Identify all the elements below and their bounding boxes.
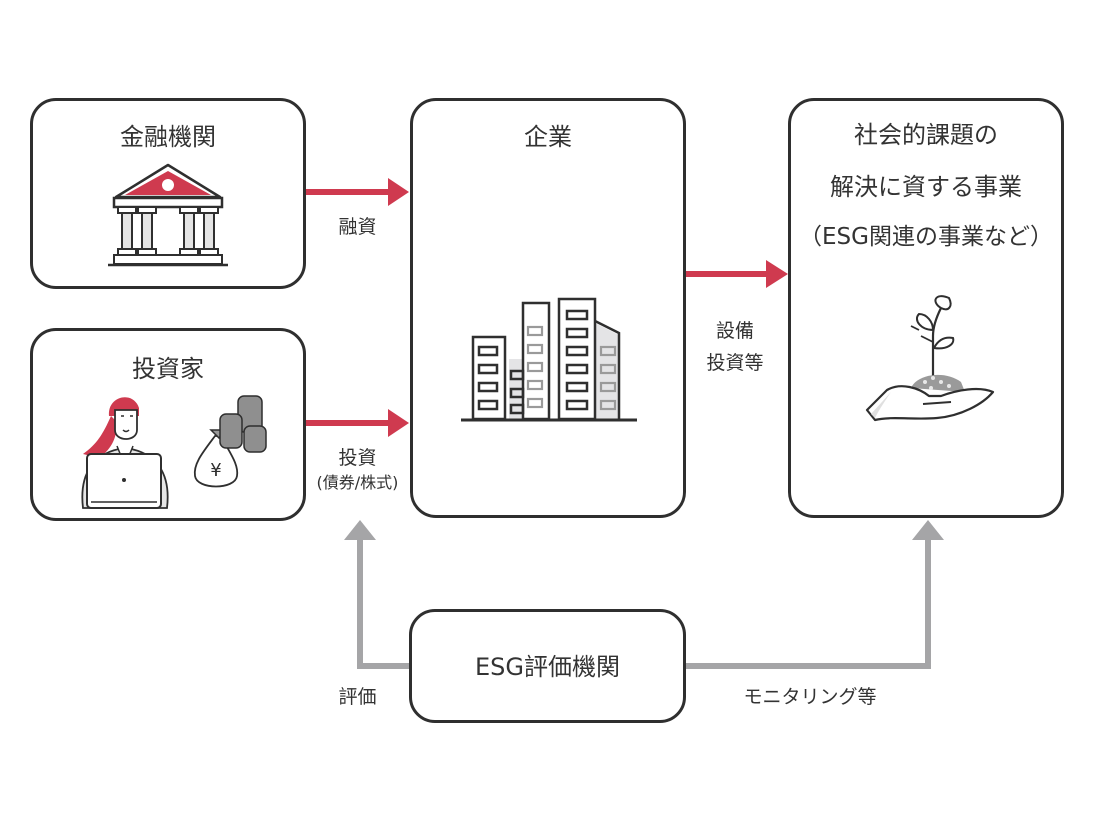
social-project-title-line1: 社会的課題の [854,121,998,149]
bank-icon [108,163,228,267]
svg-text:¥: ¥ [210,460,221,481]
social-project-title-line3: （ESG関連の事業など） [799,224,1053,250]
capex-label-line1: 設備 [715,320,754,342]
social-project-title-line2: 解決に資する事業 [830,173,1022,201]
social-project-node: 社会的課題の 解決に資する事業 （ESG関連の事業など） [788,98,1064,518]
loan-label: 融資 [338,216,377,238]
investment-label: 投資 [338,447,377,469]
hand-holding-sprout-icon [865,295,995,422]
monitoring-arrow [685,520,944,669]
company-node: 企業 [410,98,686,518]
rating-arrow [344,520,409,669]
capex-arrow [685,260,788,288]
rating-label: 評価 [338,686,377,708]
financial-institution-title: 金融機関 [120,123,216,151]
investor-node: 投資家 ¥ [30,328,306,521]
esg-rater-title: ESG評価機関 [475,653,620,681]
financial-institution-node: 金融機関 [30,98,306,289]
investment-sublabel: (債券/株式) [316,473,399,492]
coin-stacks-icon [219,395,267,453]
company-title: 企業 [524,123,572,151]
monitoring-label: モニタリング等 [743,686,877,708]
buildings-icon [461,297,637,422]
investment-arrow [305,409,409,437]
capex-label-line2: 投資等 [706,352,764,374]
investor-title: 投資家 [132,355,204,383]
esg-rater-node: ESG評価機関 [409,609,686,723]
investor-icon: ¥ [81,395,267,509]
loan-arrow [305,178,409,206]
